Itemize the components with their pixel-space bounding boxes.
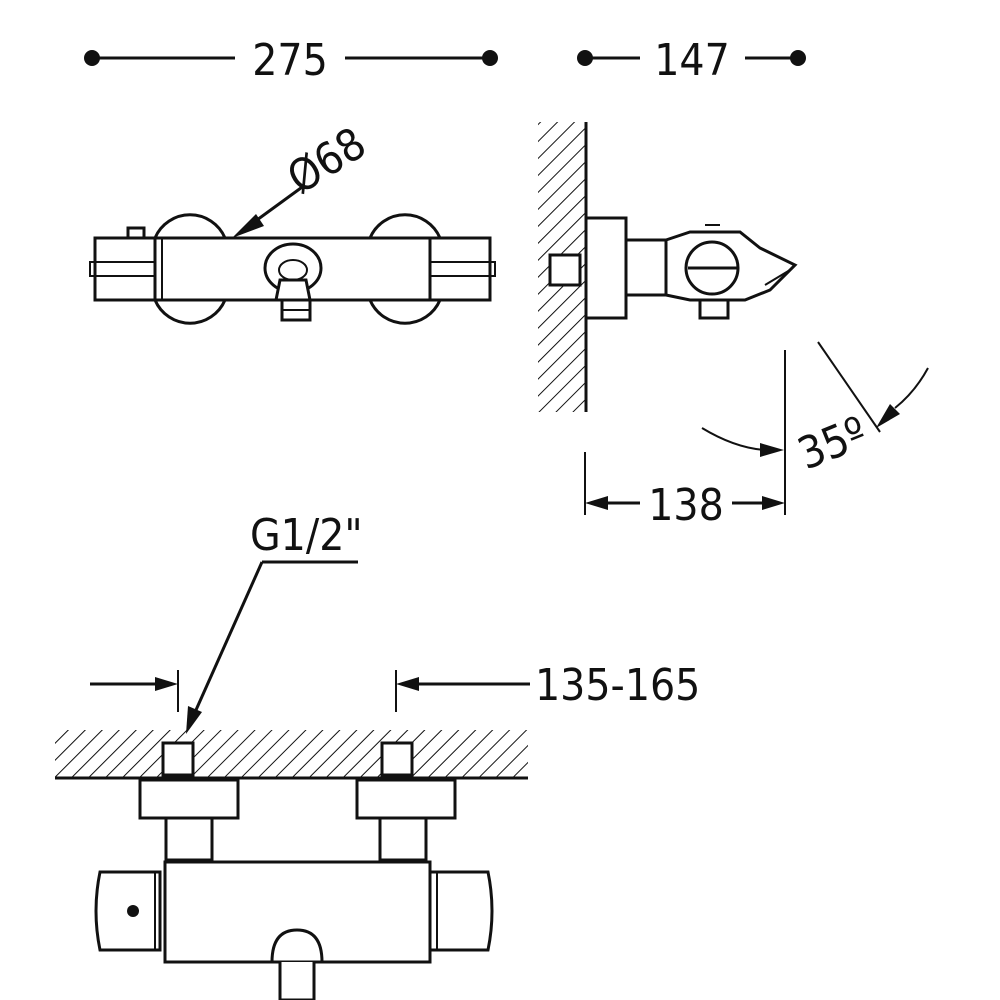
front-view	[89, 213, 496, 325]
angle-label: 35º	[791, 407, 874, 480]
angle-dimension: 35º	[701, 341, 929, 480]
width-dimension: 275	[84, 35, 498, 86]
top-view	[55, 730, 528, 1000]
depth-dimension: 147	[577, 35, 806, 86]
thread-callout: G1/2"	[186, 510, 363, 734]
width-label: 275	[252, 35, 328, 86]
depth-label: 147	[654, 35, 730, 86]
inlet-spacing-dimension: 135-165	[90, 660, 700, 712]
diameter-label: Ø68	[279, 118, 375, 204]
projection-label: 138	[648, 480, 724, 531]
inlet-spacing-label: 135-165	[535, 660, 700, 711]
thread-label: G1/2"	[250, 510, 363, 561]
diameter-callout: Ø68	[232, 118, 375, 238]
projection-dimension: 138	[584, 350, 786, 531]
side-view	[538, 122, 798, 412]
